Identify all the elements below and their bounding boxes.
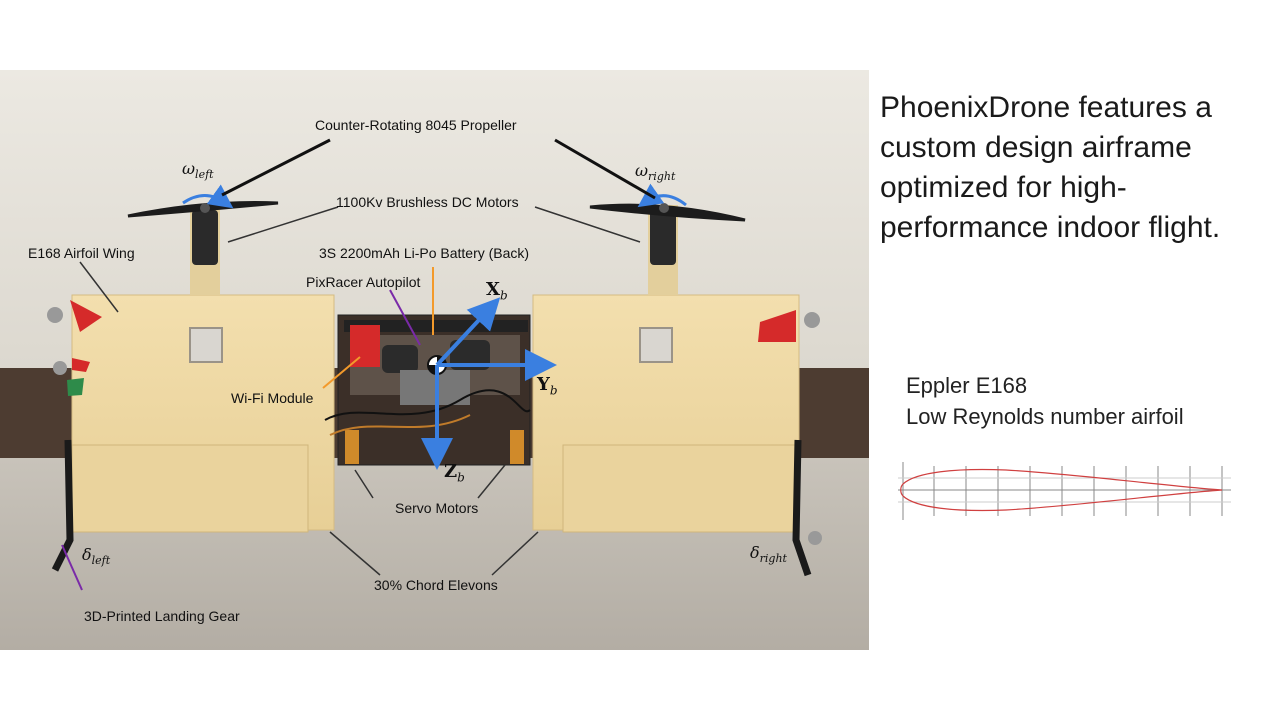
omega-left-symbol: ωleft: [182, 159, 214, 182]
airfoil-grid: [898, 462, 1231, 520]
label-wing: E168 Airfoil Wing: [28, 245, 135, 261]
left-wing: [71, 294, 335, 533]
label-battery: 3S 2200mAh Li-Po Battery (Back): [319, 245, 530, 261]
servo-right: [510, 430, 524, 464]
z-axis-label: Zb: [444, 461, 465, 485]
y-axis-label: Yb: [537, 374, 558, 398]
servo-left: [345, 430, 359, 464]
label-motors: 1100Kv Brushless DC Motors: [336, 194, 519, 210]
label-propeller: Counter-Rotating 8045 Propeller: [315, 117, 517, 133]
right-motor: [650, 210, 676, 265]
right-landing-gear: [792, 439, 812, 577]
left-motor: [192, 210, 218, 265]
headline: PhoenixDrone features a custom design ai…: [880, 88, 1275, 248]
label-elevons: 30% Chord Elevons: [374, 577, 498, 593]
headline-line: optimized for high-: [880, 171, 1127, 204]
drone-photo: Counter-Rotating 8045 Propeller 1100Kv B…: [0, 70, 869, 650]
airfoil-caption: Eppler E168 Low Reynolds number airfoil: [906, 370, 1266, 432]
right-wing: [532, 294, 800, 533]
airfoil-name: Eppler E168: [906, 373, 1028, 398]
label-wifi: Wi-Fi Module: [231, 390, 314, 406]
headline-line: custom design airframe: [880, 131, 1192, 164]
label-landing-gear: 3D-Printed Landing Gear: [84, 608, 240, 624]
x-axis-label: Xb: [486, 279, 508, 303]
fuselage: [324, 314, 531, 466]
headline-line: PhoenixDrone features a: [880, 91, 1212, 124]
left-landing-gear: [51, 439, 74, 572]
label-servos: Servo Motors: [395, 500, 479, 516]
label-autopilot: PixRacer Autopilot: [306, 274, 421, 290]
airfoil-profile-plot: [898, 462, 1231, 520]
drone-illustration: [0, 70, 869, 650]
delta-right-symbol: δright: [750, 543, 787, 566]
airfoil-description: Low Reynolds number airfoil: [906, 404, 1184, 429]
omega-right-symbol: ωright: [635, 161, 676, 184]
body-frame-axes: [421, 297, 557, 470]
headline-line: performance indoor flight.: [880, 211, 1221, 244]
right-propeller: [589, 203, 746, 222]
airfoil-curve: [900, 468, 1223, 512]
delta-left-symbol: δleft: [82, 545, 111, 568]
